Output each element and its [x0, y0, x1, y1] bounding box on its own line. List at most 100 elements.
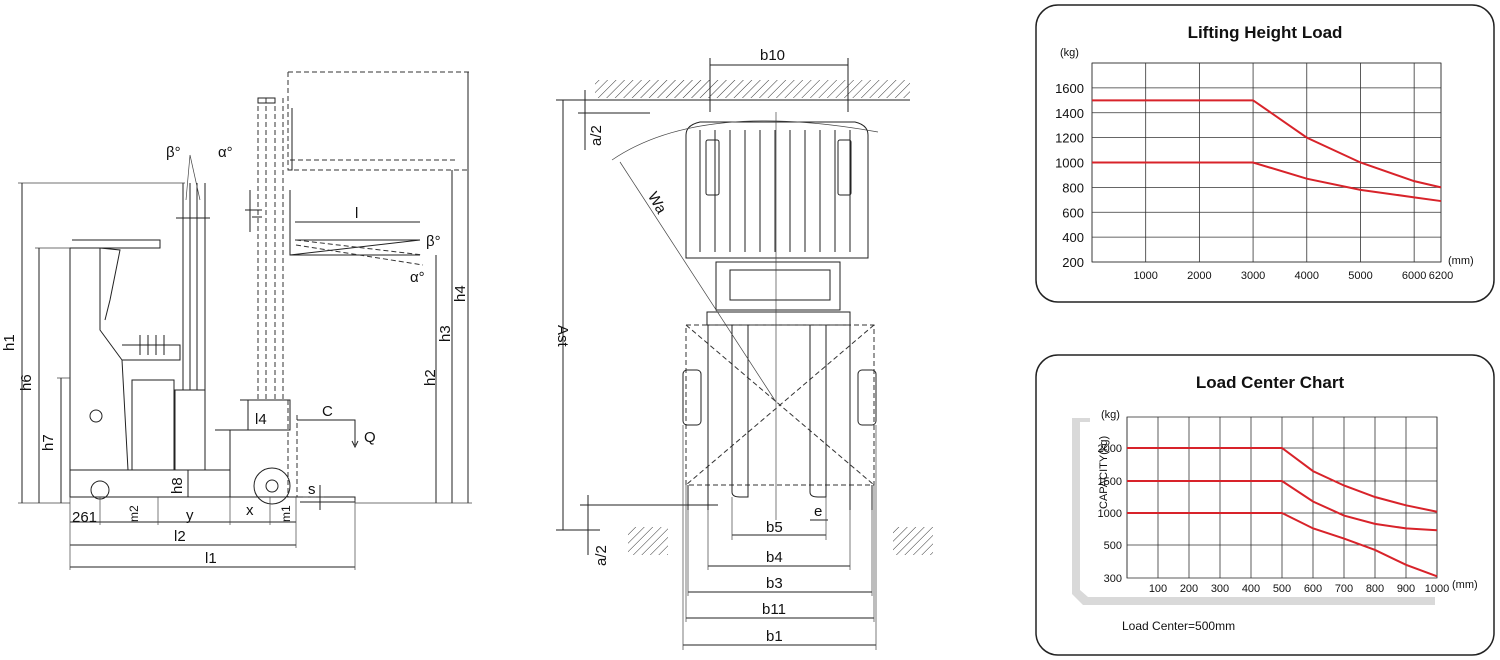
dim-e-label: e — [814, 503, 822, 520]
dim-a2-top-label: a/2 — [588, 125, 605, 146]
base-leg — [70, 496, 356, 503]
chart2-title: Load Center Chart — [1196, 373, 1345, 392]
dim-b10 — [709, 58, 849, 112]
chart1-y-tick-label: 1600 — [1055, 81, 1084, 96]
dim-vert-right — [435, 72, 469, 503]
dim-b1-label: b1 — [766, 628, 783, 645]
dim-alpha2: α° — [410, 269, 425, 286]
dim-h2: h2 — [422, 369, 439, 386]
reach-frame — [215, 429, 300, 498]
dim-m1-label: m1 — [279, 505, 293, 522]
chart2-y-tick-label: 500 — [1104, 540, 1122, 552]
guard-slats — [699, 130, 851, 252]
chart1-x-tick-label: 2000 — [1187, 270, 1211, 282]
mast-top — [257, 97, 276, 104]
chart2-x-tick-label: 400 — [1242, 583, 1260, 595]
chart1-ylabel: (kg) — [1060, 47, 1079, 59]
chart2-series — [1127, 447, 1438, 578]
chart1-panel — [1035, 4, 1495, 303]
chart2-x-tick-label: 200 — [1180, 583, 1198, 595]
dim-beta2: β° — [426, 233, 441, 250]
dim-m2-label: m2 — [127, 505, 141, 522]
chart1-series-line — [1092, 161, 1442, 203]
chart2-xunit: (mm) — [1452, 579, 1478, 591]
tilt-lines — [185, 154, 201, 201]
load-diagonals — [685, 324, 875, 486]
battery-box — [131, 379, 175, 471]
control-levers — [139, 335, 165, 355]
dim-h8-label: h8 — [169, 477, 186, 494]
chart2-x-tick-label: 500 — [1273, 583, 1291, 595]
forks-top-view — [731, 325, 827, 498]
chart2-panel — [1035, 354, 1495, 656]
guard-window-left — [705, 139, 720, 196]
guard-window-right — [837, 139, 852, 196]
chart1-y-tick-label: 1400 — [1055, 106, 1084, 121]
load-wheel — [253, 467, 291, 505]
chart2-x-tick-label: 800 — [1366, 583, 1384, 595]
fork-top — [287, 71, 472, 171]
dim-widths — [683, 565, 876, 646]
chart2-y-tick-label: 1000 — [1098, 508, 1122, 520]
wall-bottom-left — [628, 527, 668, 555]
turning-arc — [611, 120, 879, 161]
chart2-grid — [1126, 416, 1438, 579]
dim-b11-label: b11 — [762, 601, 786, 618]
wa-line — [619, 161, 777, 403]
dim-c — [297, 419, 356, 435]
truck-body — [69, 239, 215, 497]
chart1-x-tick-label: 6200 — [1429, 270, 1453, 282]
top-view: b10 a/2 a/2 Ast Wa b5 e b4 b3 b11 b1 — [554, 47, 933, 650]
legs-top-view — [687, 325, 873, 510]
dim-261-label: 261 — [72, 509, 97, 526]
dim-l4-label: l4 — [255, 411, 267, 428]
dim-alpha1: α° — [218, 144, 233, 161]
dim-l2-label: l2 — [174, 528, 186, 545]
chart1-y-tick-label: 1200 — [1055, 131, 1084, 146]
fork-bottom — [287, 400, 324, 498]
dim-wa-label: Wa — [644, 189, 670, 217]
chart1-y-tick-label: 600 — [1062, 205, 1084, 220]
overhead-guard-posts — [182, 183, 206, 390]
chart2-yunit: (kg) — [1101, 409, 1120, 421]
ext-lines-bottom — [69, 497, 356, 570]
chart1-y-tick-label: 200 — [1062, 255, 1084, 270]
chart2-x-tick-label: 1000 — [1425, 583, 1449, 595]
overhead-guard-outline — [685, 121, 869, 259]
chart2-caption: Load Center=500mm — [1122, 619, 1235, 633]
chart2-x-tick-label: 100 — [1149, 583, 1167, 595]
fork-mid — [289, 190, 421, 256]
carriage-mid — [245, 190, 262, 232]
chart2-x-tick-label: 300 — [1211, 583, 1229, 595]
side-view: h1 h6 h7 h8 h4 h3 h2 l C Q l4 s x y m1 m… — [1, 71, 472, 570]
chart2-x-tick-label: 600 — [1304, 583, 1322, 595]
chart1-grid — [1091, 62, 1442, 263]
chart1-y-tick-label: 800 — [1062, 180, 1084, 195]
load-wheel-hub — [265, 479, 279, 493]
chart2-x-tick-label: 700 — [1335, 583, 1353, 595]
chart2-series-line — [1127, 512, 1438, 578]
lifting-height-load-chart: Lifting Height Load (kg) (mm) 2004006008… — [1035, 4, 1495, 303]
dim-l-label: l — [355, 205, 358, 222]
load-outline — [685, 324, 875, 486]
dim-a2-bot — [580, 495, 718, 555]
dim-h7: h7 — [40, 434, 57, 451]
control-panel — [122, 344, 181, 361]
chart2-ylabel: CAPACITY(kg) — [1098, 436, 1110, 509]
drive-wheel — [90, 480, 110, 500]
dim-s-label: s — [308, 481, 316, 498]
dim-c-label: C — [322, 403, 333, 420]
chart1-xunit: (mm) — [1448, 255, 1474, 267]
dim-ext-bottom — [682, 425, 877, 650]
chart1-x-tick-label: 1000 — [1133, 270, 1157, 282]
chart1-x-tick-label: 4000 — [1295, 270, 1319, 282]
load-center-chart: Load Center Chart (kg) CAPACITY(kg) (mm)… — [1035, 354, 1495, 656]
chart1-y-tick-label: 1000 — [1055, 156, 1084, 171]
dim-x-label: x — [246, 502, 254, 519]
chart1-x-tick-label: 5000 — [1348, 270, 1372, 282]
chart2-series-line — [1127, 447, 1438, 513]
mast-top-view — [715, 261, 841, 311]
